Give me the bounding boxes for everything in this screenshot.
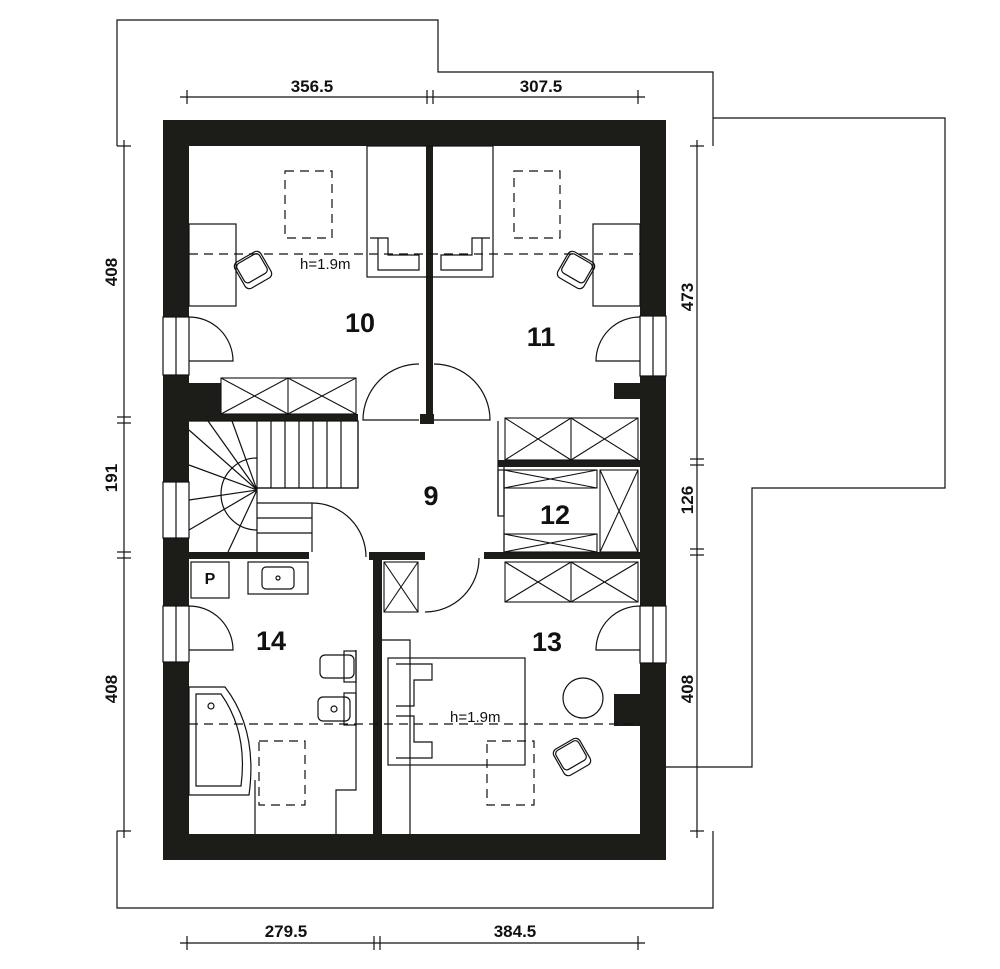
room-label-11: 11 (527, 322, 556, 352)
dim-left-middle: 191 (102, 464, 121, 492)
room-label-10: 10 (345, 308, 375, 338)
roof-height-note-bottom: h=1.9m (450, 709, 500, 726)
room-label-12: 12 (540, 500, 570, 530)
dimension-top: 356.5 307.5 (180, 77, 645, 104)
room-14-furniture (188, 561, 357, 806)
dim-top-left: 356.5 (291, 77, 334, 96)
dim-bottom-left: 279.5 (265, 922, 308, 941)
dim-bottom-right: 384.5 (494, 922, 537, 941)
dim-right-bottom: 408 (678, 675, 697, 703)
room-label-14: 14 (256, 626, 286, 656)
exterior-walls (163, 120, 666, 860)
roof-height-note-top: h=1.9m (300, 256, 350, 273)
boiler-label: P (205, 571, 216, 588)
chair-icon (552, 737, 592, 777)
dimension-left: 408 191 408 (102, 140, 131, 838)
double-bed (387, 657, 526, 766)
dim-left-top: 408 (102, 258, 121, 286)
skylight-icon (258, 740, 306, 806)
interior-walls (189, 146, 640, 834)
room-10-furniture (188, 170, 333, 307)
dimension-right: 473 126 408 (678, 140, 704, 838)
staircase (188, 420, 359, 553)
chair-icon (233, 250, 273, 290)
roof-outline (116, 19, 946, 909)
dim-left-bottom: 408 (102, 675, 121, 703)
dimension-bottom: 279.5 384.5 (180, 922, 645, 950)
dim-top-right: 307.5 (520, 77, 563, 96)
dim-right-middle: 126 (678, 486, 697, 514)
skylight-icon (284, 170, 333, 239)
door-arc-icon (188, 316, 641, 651)
bed-top (366, 145, 494, 278)
room-label-9: 9 (423, 481, 438, 511)
chair-icon (556, 250, 596, 290)
skylight-icon (486, 740, 535, 806)
room-13-furniture (387, 657, 604, 806)
room-label-13: 13 (532, 627, 562, 657)
skylight-icon (513, 170, 561, 239)
boiler (190, 561, 230, 599)
wardrobe-icon (220, 377, 639, 613)
windows (162, 315, 667, 664)
dim-right-top: 473 (678, 283, 697, 311)
room-11-furniture (513, 170, 641, 307)
